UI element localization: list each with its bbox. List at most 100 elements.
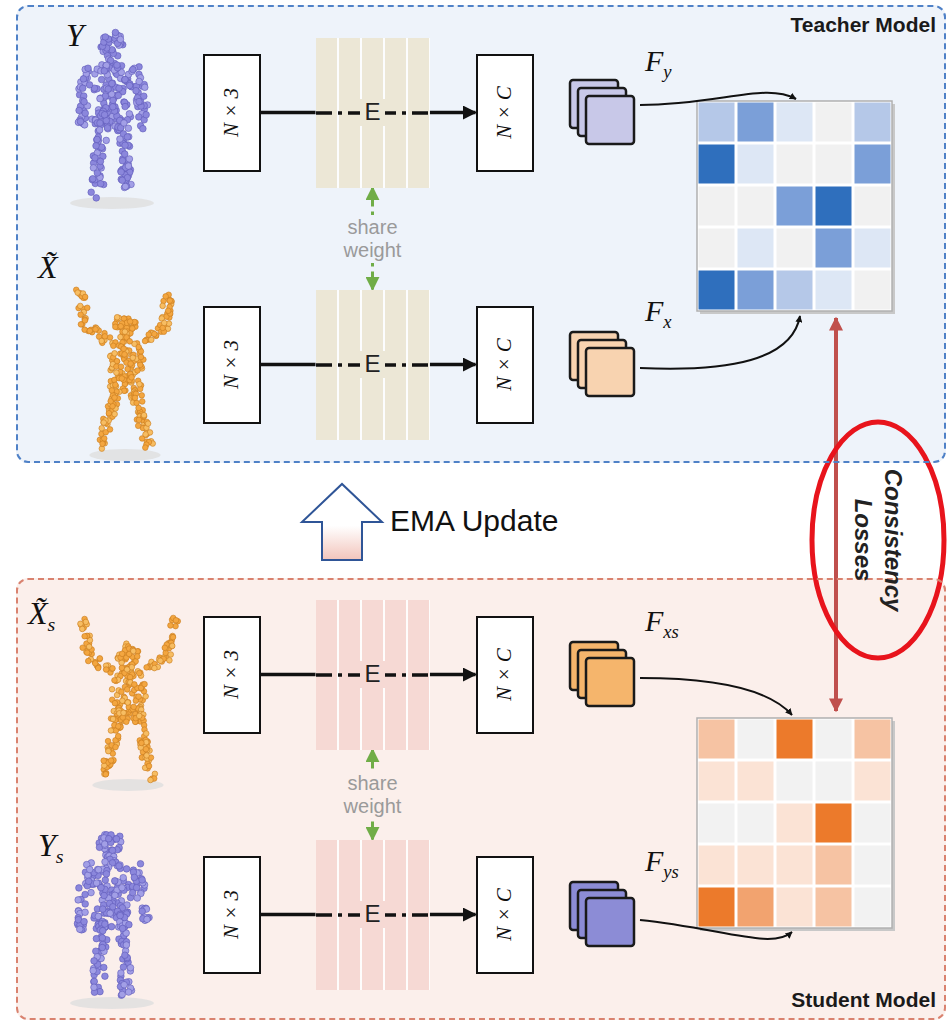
matrix-cell xyxy=(816,145,852,184)
cloud-point xyxy=(119,689,125,695)
consistency-arrow xyxy=(834,318,838,711)
matrix-cell xyxy=(855,846,891,885)
matrix-cell xyxy=(777,846,813,885)
cloud-point xyxy=(133,884,140,891)
cloud-point xyxy=(135,423,141,429)
cloud-point xyxy=(129,374,135,380)
matrix-cell xyxy=(777,804,813,843)
cloud-point xyxy=(123,942,130,949)
cloud-point xyxy=(121,346,127,352)
cloud-point xyxy=(131,704,137,710)
cloud-point xyxy=(126,111,133,118)
matrix-frame xyxy=(697,718,892,928)
cloud-point xyxy=(136,694,142,700)
cloud-point xyxy=(169,643,175,649)
cloud-point xyxy=(102,34,109,41)
cloud-point xyxy=(143,746,149,752)
data-flow-arrow xyxy=(430,913,476,917)
cloud-point xyxy=(108,758,114,764)
cloud-point xyxy=(102,877,109,884)
cloud-point xyxy=(82,909,89,916)
cloud-point xyxy=(136,405,142,411)
cloud-point xyxy=(84,305,90,311)
cloud-point xyxy=(106,410,112,416)
cloud-point xyxy=(99,338,105,344)
cloud-point xyxy=(114,314,120,320)
cloud-point xyxy=(142,681,148,687)
cloud-point xyxy=(118,992,125,999)
cloud-point xyxy=(103,871,110,878)
cloud-point xyxy=(138,354,144,360)
label-main: Y xyxy=(38,827,56,863)
cloud-point xyxy=(148,337,154,343)
cloud-point xyxy=(162,645,168,651)
panel-title: Teacher Model xyxy=(791,13,936,37)
cloud-point xyxy=(90,967,97,974)
matrix-cell xyxy=(699,888,735,927)
matrix-cell xyxy=(855,103,891,142)
data-flow-arrow xyxy=(430,111,476,115)
cloud-point xyxy=(132,682,138,688)
matrix-cell xyxy=(855,271,891,310)
cloud-point xyxy=(134,654,140,660)
cloud-point xyxy=(104,125,111,132)
tensor-shape: N × 3 xyxy=(219,650,244,699)
student-panel-fill xyxy=(16,578,946,1020)
cloud-point xyxy=(143,432,149,438)
dash-dot-line xyxy=(316,111,430,115)
math-symbol: X̃s xyxy=(28,596,55,636)
cloud-point xyxy=(83,619,89,625)
data-flow-arrow xyxy=(261,913,316,917)
cloud-point xyxy=(142,338,148,344)
model-panel: N × 3EN × CN × 3EN × CTeacher Model xyxy=(16,5,946,463)
label-main: F xyxy=(645,294,663,327)
cloud-point xyxy=(167,658,173,664)
cloud-point xyxy=(109,666,115,672)
cloud-point xyxy=(136,713,142,719)
cloud-point xyxy=(139,908,146,915)
cloud-point xyxy=(122,183,129,190)
matrix-cell xyxy=(816,103,852,142)
cloud-point xyxy=(107,910,114,917)
cloud-point xyxy=(143,694,149,700)
point-cloud-figure xyxy=(70,29,154,209)
tensor-box: N × 3 xyxy=(203,616,261,734)
cloud-point xyxy=(105,835,112,842)
cloud-point xyxy=(152,665,158,671)
cloud-point xyxy=(81,98,88,105)
cloud-point xyxy=(165,308,171,314)
encoder-axis-line xyxy=(316,840,430,990)
matrix-cell xyxy=(699,187,735,226)
data-flow-arrow xyxy=(261,363,316,367)
cloud-point xyxy=(81,918,88,925)
matrix-cell xyxy=(699,271,735,310)
feature-arrow xyxy=(640,920,792,939)
encoder-block: E xyxy=(316,840,430,990)
cloud-point xyxy=(112,382,118,388)
matrix-cell xyxy=(777,888,813,927)
feature-arrow xyxy=(640,316,800,369)
cloud-point xyxy=(134,895,141,902)
cloud-point xyxy=(130,66,137,73)
cloud-point xyxy=(123,866,130,873)
cloud-point xyxy=(114,62,121,69)
cloud-point xyxy=(112,351,118,357)
cloud-point xyxy=(112,700,118,706)
cloud-point xyxy=(136,417,142,423)
cloud-point xyxy=(121,120,128,127)
encoder-label: E xyxy=(360,661,384,687)
data-flow-arrow xyxy=(430,673,476,677)
matrix-cell xyxy=(738,804,774,843)
tensor-box: N × C xyxy=(476,54,534,172)
cloud-point xyxy=(109,80,116,87)
tensor-box: N × 3 xyxy=(203,54,261,172)
matrix-cell xyxy=(855,720,891,759)
tensor-box: N × C xyxy=(476,616,534,734)
share-weight-arrow xyxy=(371,188,374,290)
cloud-point xyxy=(117,912,124,919)
cloud-point xyxy=(93,880,100,887)
cloud-point xyxy=(103,137,110,144)
cloud-point xyxy=(110,97,117,104)
